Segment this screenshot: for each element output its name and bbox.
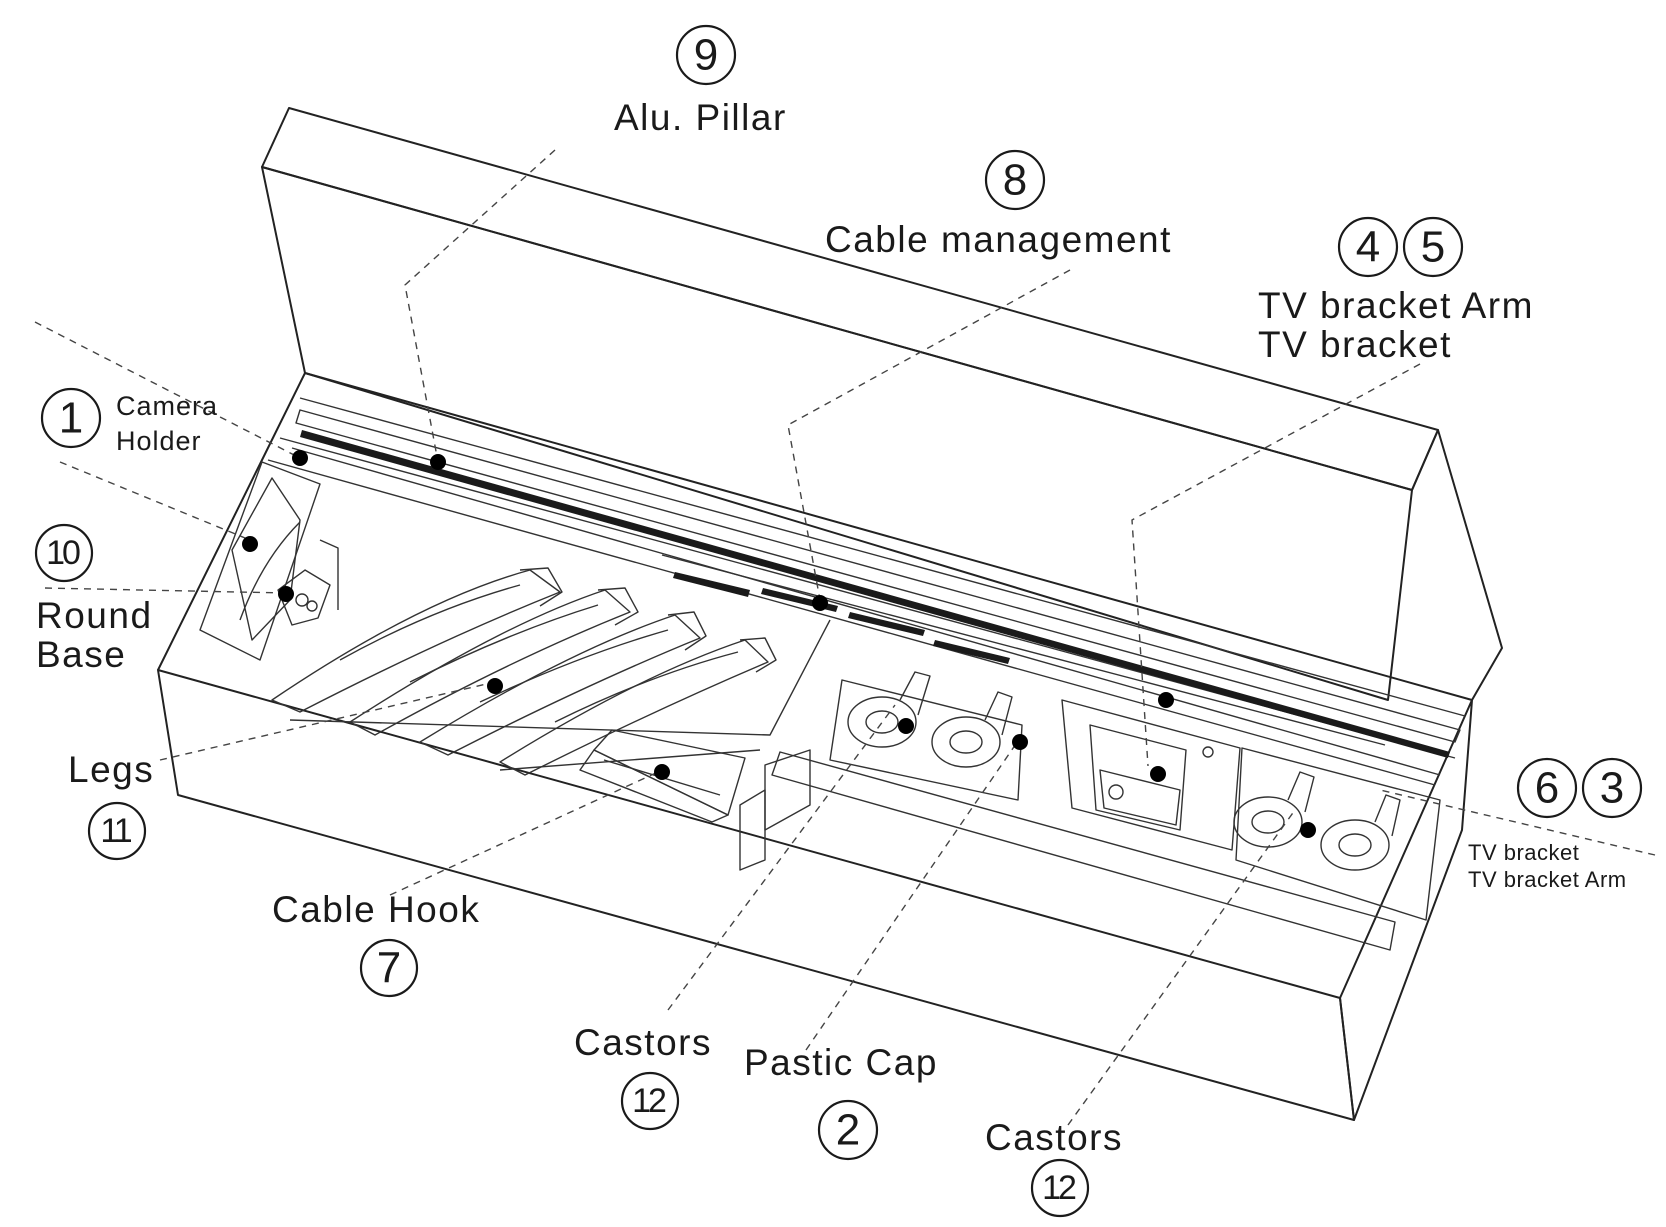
callout-number: 10 bbox=[46, 534, 80, 572]
callout-camera-holder: 1 Camera Holder bbox=[40, 387, 218, 456]
label-line-2: TV bracket bbox=[1258, 324, 1452, 365]
callout-number: 12 bbox=[632, 1082, 666, 1120]
dot-camera-holder bbox=[292, 450, 308, 466]
callout-number: 8 bbox=[1003, 156, 1027, 205]
dot-round-base-b bbox=[278, 586, 294, 602]
castors-compartment-middle bbox=[829, 671, 1023, 801]
callout-alu-pillar: 9 Alu. Pillar bbox=[614, 24, 787, 138]
label-line-1: TV bracket Arm bbox=[1258, 285, 1534, 326]
dot-cable-management bbox=[812, 595, 828, 611]
label-line-2: TV bracket Arm bbox=[1468, 867, 1627, 892]
dot-legs bbox=[487, 678, 503, 694]
dot-cable-hook bbox=[654, 764, 670, 780]
callout-number-1: 6 bbox=[1535, 764, 1559, 813]
label-text: Castors bbox=[985, 1117, 1123, 1158]
callout-number-1: 4 bbox=[1356, 223, 1380, 272]
callout-number: 7 bbox=[377, 944, 401, 993]
leader-tv-bracket-top bbox=[1131, 363, 1421, 767]
castors-compartment-right bbox=[1233, 747, 1441, 921]
number-ring bbox=[359, 938, 419, 998]
callout-legs: Legs 11 bbox=[68, 749, 154, 861]
number-ring bbox=[40, 387, 102, 449]
callout-castors-right: Castors 12 bbox=[985, 1117, 1123, 1218]
number-ring bbox=[87, 801, 147, 861]
label-line-1: Camera bbox=[116, 391, 218, 421]
legs-set bbox=[271, 567, 831, 776]
dot-tv-bracket bbox=[1150, 766, 1166, 782]
number-ring-1 bbox=[1337, 216, 1399, 278]
leader-legs bbox=[159, 681, 496, 761]
leader-alu-pillar bbox=[404, 149, 556, 463]
leader-cable-management bbox=[787, 269, 1071, 601]
number-ring bbox=[984, 149, 1046, 211]
label-text: Alu. Pillar bbox=[614, 97, 787, 138]
callout-tv-bracket-right: 6 3 TV bracket TV bracket Arm bbox=[1468, 757, 1643, 892]
leader-castors-left bbox=[667, 704, 896, 1011]
callout-number: 12 bbox=[1042, 1169, 1076, 1207]
callout-number: 2 bbox=[836, 1106, 860, 1155]
tv-bracket-compartment bbox=[1061, 699, 1241, 851]
dot-castors-right bbox=[1300, 822, 1316, 838]
alu-pillar-rails bbox=[291, 397, 1466, 776]
leader-tv-bracket-right bbox=[1379, 789, 1656, 856]
number-ring-2 bbox=[1402, 216, 1464, 278]
label-text: Cable management bbox=[825, 219, 1172, 260]
number-ring-2 bbox=[1581, 757, 1643, 819]
number-ring bbox=[675, 24, 737, 86]
dot-alu-pillar bbox=[430, 454, 446, 470]
label-line-2: Holder bbox=[116, 426, 202, 456]
box-body bbox=[157, 372, 1473, 1121]
number-ring bbox=[1030, 1158, 1090, 1218]
callout-number: 9 bbox=[694, 31, 718, 80]
label-text: Legs bbox=[68, 749, 154, 790]
label-line-1: TV bracket bbox=[1468, 840, 1579, 865]
label-line-2: Base bbox=[36, 634, 126, 675]
dot-round-base-a bbox=[242, 536, 258, 552]
callout-number: 1 bbox=[59, 394, 83, 443]
callout-tv-bracket-top: 4 5 TV bracket Arm TV bracket bbox=[1258, 216, 1534, 365]
number-ring bbox=[817, 1099, 879, 1161]
leader-camera-holder bbox=[34, 321, 301, 459]
number-ring bbox=[34, 523, 94, 583]
callout-pastic-cap: Pastic Cap 2 bbox=[744, 1042, 938, 1161]
leader-camera-holder-2 bbox=[59, 461, 251, 541]
dot-tv-bracket-rail bbox=[1158, 692, 1174, 708]
callout-number-2: 5 bbox=[1421, 223, 1445, 272]
label-line-1: Round bbox=[36, 595, 153, 636]
label-text: Castors bbox=[574, 1022, 712, 1063]
box-lid bbox=[261, 107, 1503, 701]
number-ring bbox=[620, 1071, 680, 1131]
dot-castors-middle bbox=[898, 718, 914, 734]
number-ring-1 bbox=[1516, 757, 1578, 819]
front-trays bbox=[739, 749, 1396, 951]
callout-round-base: 10 Round Base bbox=[34, 523, 153, 675]
leader-round-base bbox=[44, 587, 287, 594]
dot-pastic-cap bbox=[1012, 734, 1028, 750]
callout-castors-left: Castors 12 bbox=[574, 1022, 712, 1131]
callout-cable-hook: Cable Hook 7 bbox=[272, 889, 480, 998]
leader-pastic-cap bbox=[805, 737, 1021, 1051]
marker-dots bbox=[242, 450, 1316, 838]
label-text: Pastic Cap bbox=[744, 1042, 938, 1083]
callout-number: 11 bbox=[100, 812, 131, 850]
leader-cable-hook bbox=[389, 771, 659, 896]
callout-cable-management: 8 Cable management bbox=[825, 149, 1172, 260]
callout-number-2: 3 bbox=[1600, 764, 1624, 813]
leader-castors-right bbox=[1067, 809, 1296, 1126]
label-text: Cable Hook bbox=[272, 889, 480, 930]
leader-lines bbox=[34, 149, 1656, 1126]
round-base-compartment bbox=[199, 461, 339, 661]
